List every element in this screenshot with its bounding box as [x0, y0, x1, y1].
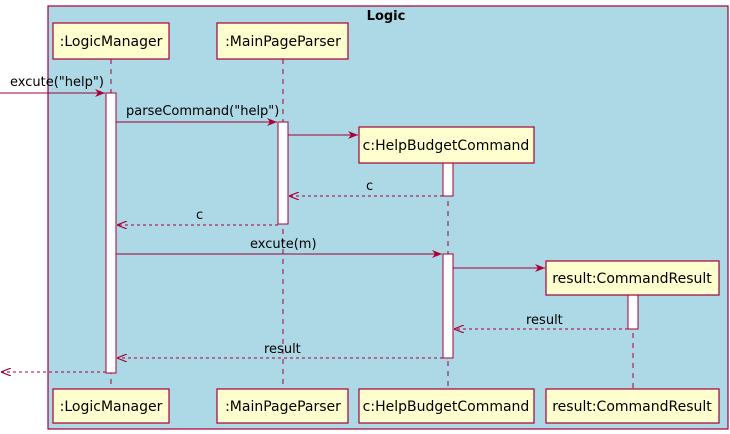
message-label: excute("help") [10, 75, 104, 90]
participant-help-budget-command-bottom: c:HelpBudgetCommand [358, 388, 535, 424]
participant-label: c:HelpBudgetCommand [363, 399, 530, 415]
message-return-c-2: c [117, 208, 278, 225]
message-excute-m: excute(m) [116, 237, 442, 258]
activation-help-budget-command-1 [442, 160, 454, 197]
message-parse-command: parseCommand("help") [116, 104, 279, 126]
messages: excute("help") parseCommand("help") c c … [0, 75, 628, 372]
logic-frame: Logic [47, 5, 729, 430]
message-excute-help: excute("help") [0, 75, 105, 97]
participant-main-page-parser-bottom: :MainPageParser [216, 388, 349, 424]
participant-main-page-parser-top: :MainPageParser [216, 22, 349, 60]
participant-help-budget-command-created: c:HelpBudgetCommand [358, 126, 535, 164]
participant-command-result-bottom: result:CommandResult [545, 388, 720, 424]
message-return-result-1: result [454, 313, 628, 329]
participant-label: result:CommandResult [552, 271, 712, 287]
frame-title: Logic [367, 9, 406, 24]
activation-logic-manager [105, 92, 117, 374]
message-label: c [366, 179, 373, 194]
message-label: result [526, 313, 563, 328]
participant-logic-manager-bottom: :LogicManager [52, 388, 170, 424]
activation-help-budget-command-2 [442, 253, 454, 359]
message-return-result-2: result [117, 342, 443, 358]
participant-label: c:HelpBudgetCommand [363, 138, 530, 154]
message-label: parseCommand("help") [126, 104, 279, 119]
participant-logic-manager-top: :LogicManager [52, 22, 170, 60]
message-label: excute(m) [250, 237, 317, 252]
activation-command-result [627, 292, 639, 330]
participant-label: result:CommandResult [552, 399, 712, 415]
message-label: result [264, 342, 301, 357]
message-label: c [196, 208, 203, 223]
message-return-c-1: c [289, 179, 443, 196]
participant-label: :MainPageParser [225, 399, 341, 415]
activation-main-page-parser [277, 121, 289, 225]
participant-command-result-created: result:CommandResult [545, 260, 720, 296]
participant-label: :MainPageParser [225, 34, 341, 50]
participant-label: :LogicManager [60, 399, 163, 415]
participant-label: :LogicManager [60, 34, 163, 50]
